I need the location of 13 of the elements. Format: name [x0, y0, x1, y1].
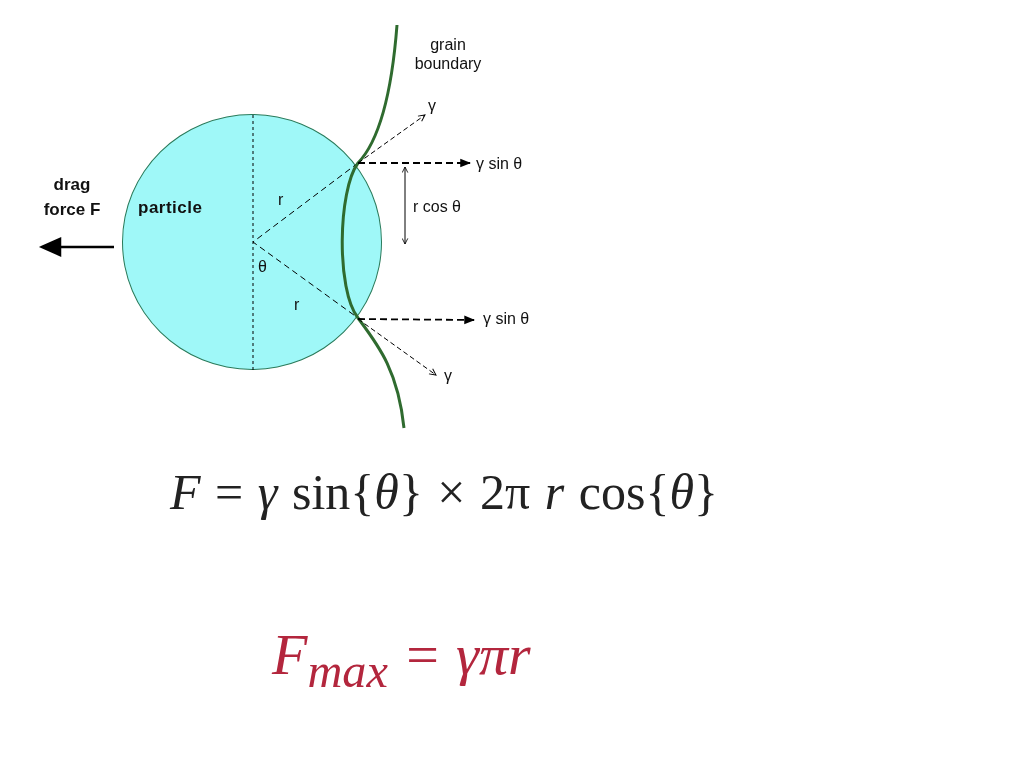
force-label: γ sin θ — [483, 309, 530, 329]
force-label: drag force F — [42, 174, 102, 221]
radius-label: r — [278, 190, 284, 210]
force-label: γ sin θ — [476, 154, 523, 174]
dimension-label: r cos θ — [413, 197, 461, 217]
force-label: γ — [444, 366, 452, 386]
equation: F$_{max}$ = γπr — [272, 621, 531, 699]
boundary-label: grain boundary — [413, 35, 483, 74]
angle-label: θ — [258, 257, 267, 277]
particle-label: particle — [138, 198, 203, 219]
radius-label: r — [294, 295, 300, 315]
equation: F = γ sin{θ} × 2π r cos{θ} — [170, 463, 718, 522]
force-label: γ — [428, 96, 436, 116]
